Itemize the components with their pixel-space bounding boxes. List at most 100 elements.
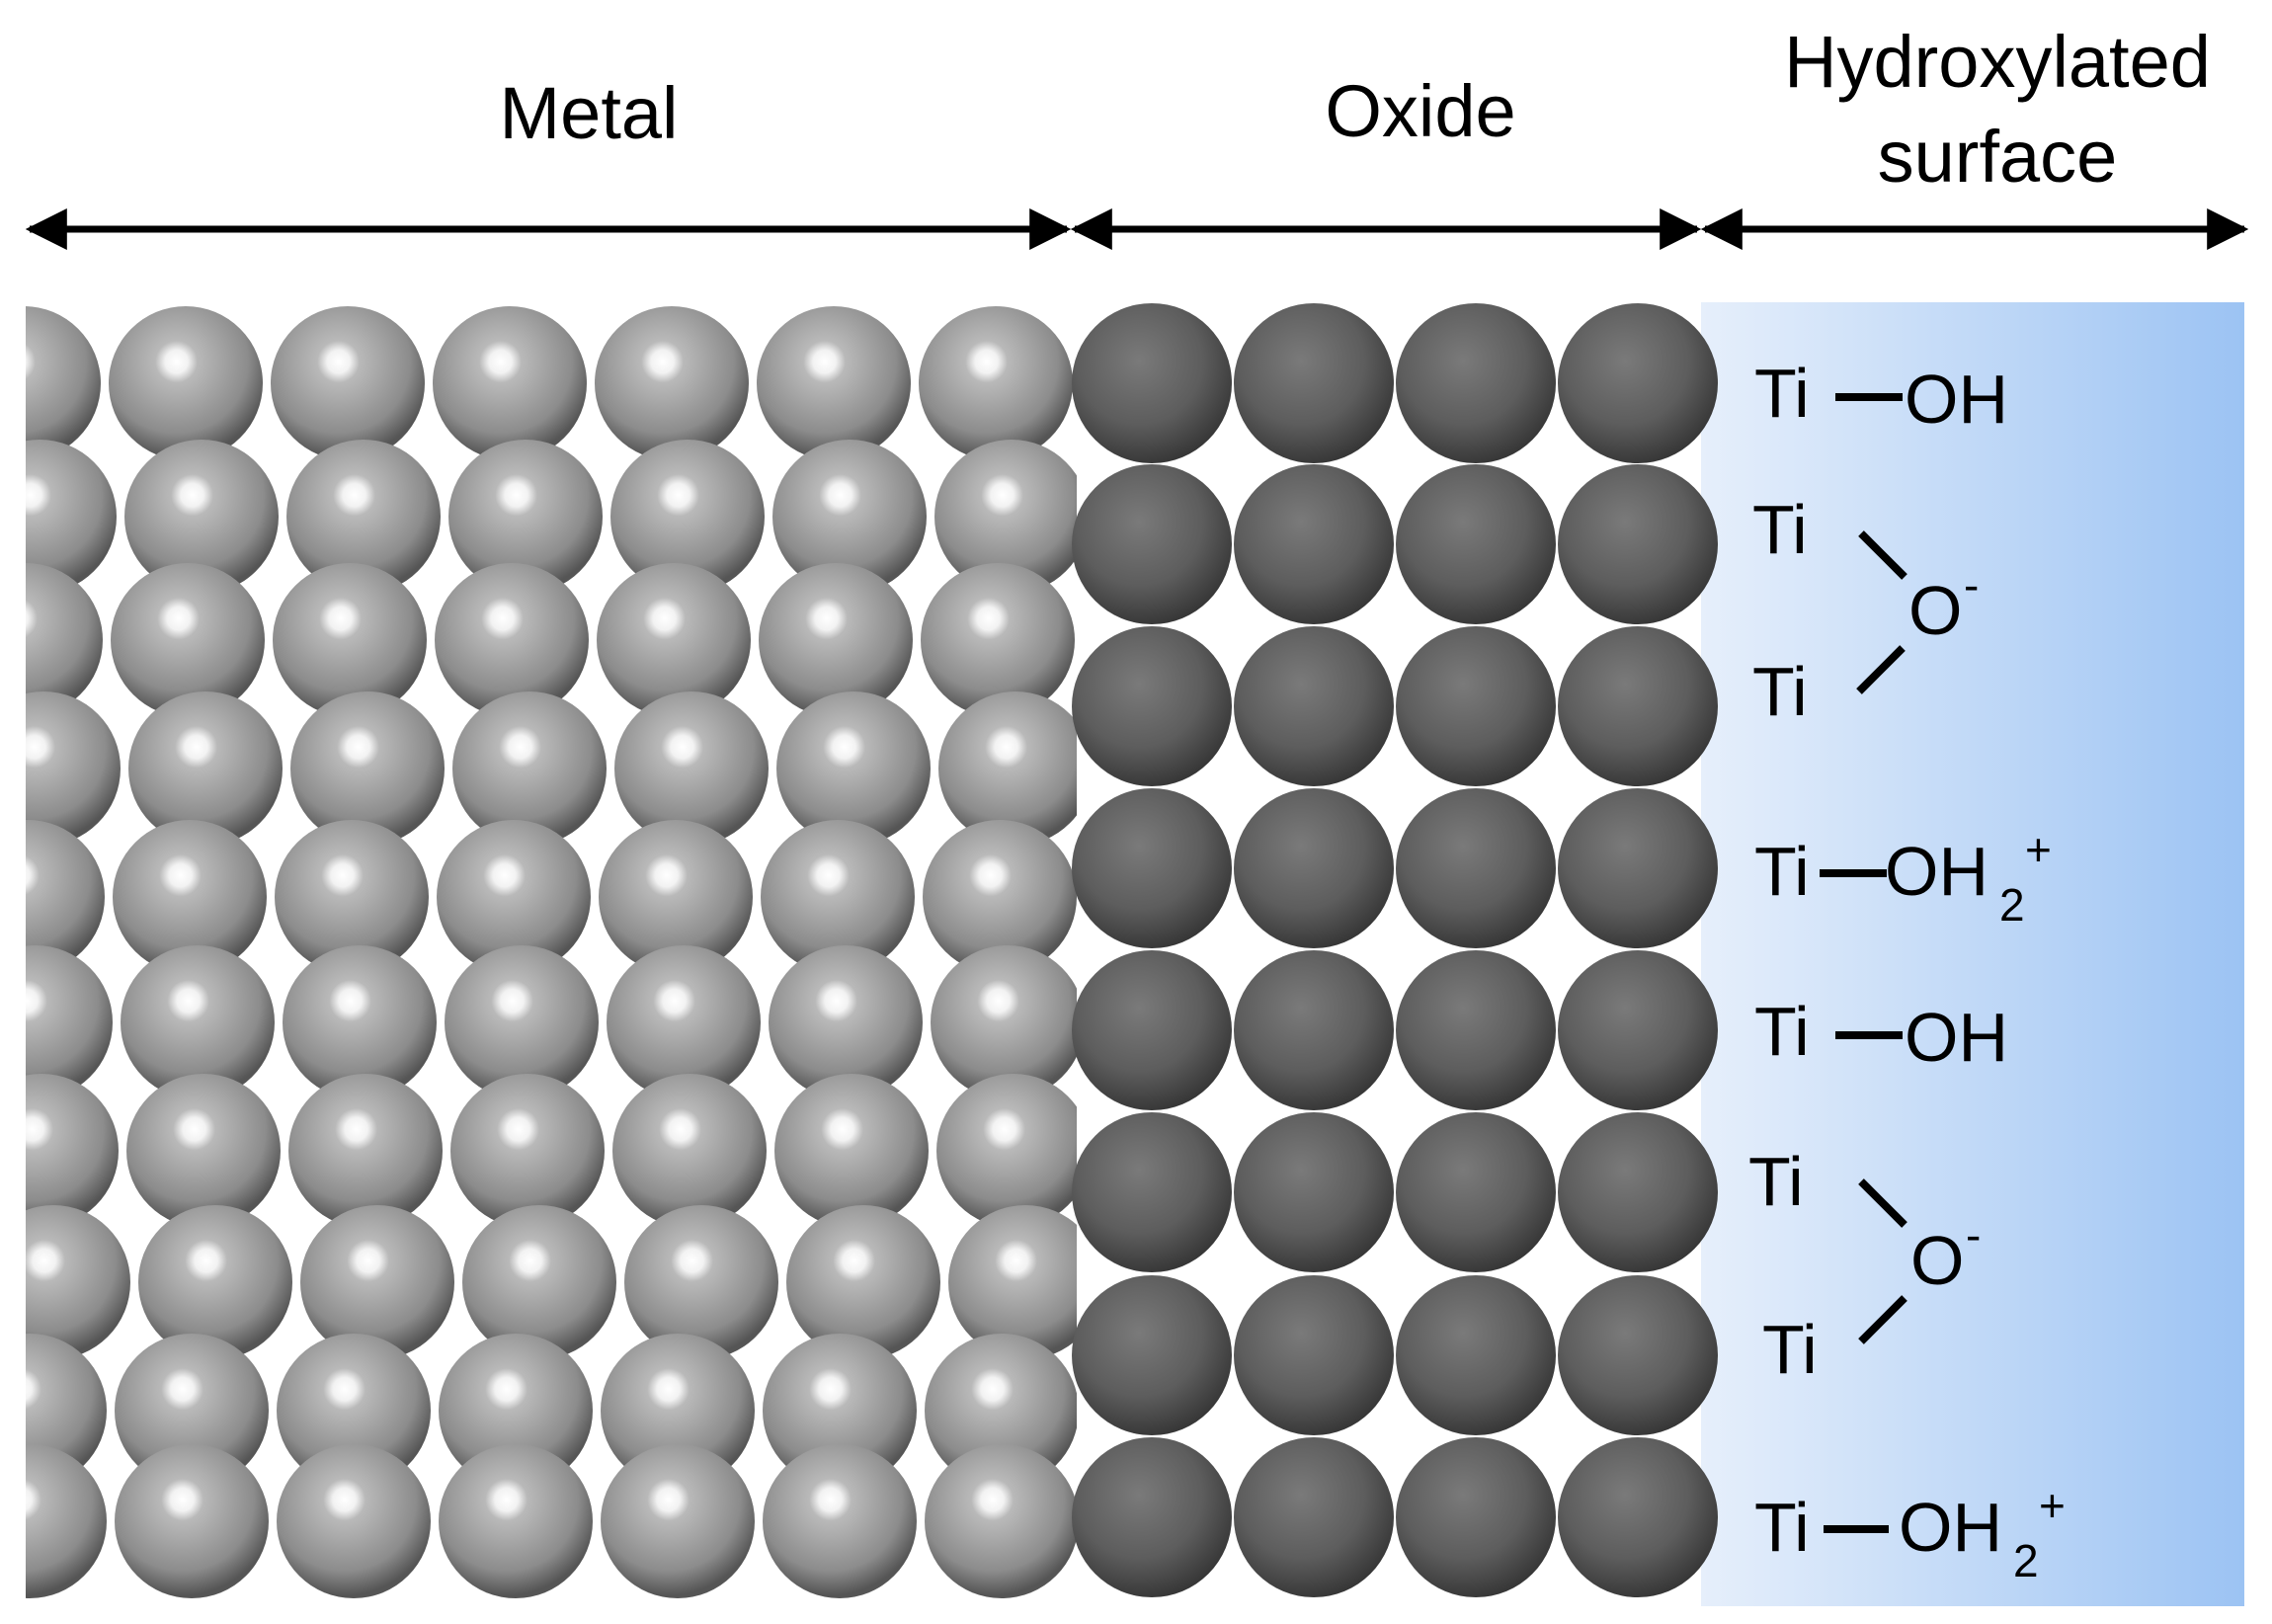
oxide-atom: [1558, 303, 1718, 463]
ti-o-ti-bridge-1: Ti Ti O -: [1752, 491, 1979, 730]
oxide-atom: [1558, 626, 1718, 786]
metal-atom: [277, 1444, 431, 1598]
metal-atom: [433, 306, 587, 460]
bond-line: [1858, 1178, 1907, 1228]
oxide-atom: [1234, 303, 1394, 463]
oxide-atom: [1396, 950, 1556, 1110]
subscript-two: 2: [2013, 1535, 2039, 1586]
metal-atom: [774, 1074, 929, 1228]
metal-atom: [786, 1205, 940, 1359]
oxide-atom: [1234, 626, 1394, 786]
oxide-atom: [1396, 1275, 1556, 1435]
metal-atom: [601, 1444, 755, 1598]
metal-atom: [138, 1205, 292, 1359]
oxide-atom: [1234, 1275, 1394, 1435]
metal-atom: [126, 1074, 281, 1228]
minus-charge: -: [1964, 559, 1979, 610]
metal-atom: [925, 1444, 1077, 1598]
metal-atom-lattice: [26, 306, 1077, 1598]
oxide-atom: [1072, 950, 1232, 1110]
metal-atom: [462, 1205, 616, 1359]
ti-oh2-group-1: Ti OH 2 +: [1754, 824, 2052, 931]
ti-label: Ti: [1752, 491, 1808, 568]
metal-atom: [300, 1205, 454, 1359]
ti-label: Ti: [1754, 1489, 1810, 1566]
metal-atom: [452, 691, 607, 846]
metal-atom: [936, 1074, 1077, 1228]
oxide-atom: [1396, 1437, 1556, 1597]
metal-atom: [776, 691, 931, 846]
oxide-atom: [1396, 303, 1556, 463]
oxide-atom: [1072, 303, 1232, 463]
metal-atom: [938, 691, 1077, 846]
metal-atom: [923, 820, 1077, 974]
metal-atom: [111, 563, 265, 717]
metal-atom: [290, 691, 445, 846]
hydroxylated-surface-region: [1701, 302, 2244, 1606]
metal-atom: [925, 1334, 1077, 1488]
metal-atom: [612, 1074, 767, 1228]
ti-oh-group-2: Ti OH: [1754, 993, 2008, 1076]
metal-atom: [448, 440, 603, 594]
ti-label: Ti: [1748, 1143, 1804, 1220]
oxide-atom: [1396, 788, 1556, 948]
o-label: O: [1908, 572, 1962, 649]
metal-atom: [115, 1444, 269, 1598]
metal-atom: [439, 1334, 593, 1488]
metal-atom: [273, 563, 427, 717]
surface-species: Ti OH Ti Ti O - Ti OH 2 + Ti OH: [1748, 355, 2066, 1586]
ti-label: Ti: [1754, 993, 1810, 1070]
minus-charge: -: [1966, 1209, 1981, 1260]
plus-charge: +: [2025, 824, 2052, 875]
bond-line: [1858, 1295, 1907, 1344]
metal-atom: [607, 945, 761, 1099]
oxide-atom: [1072, 788, 1232, 948]
metal-atom: [26, 440, 117, 594]
plus-charge: +: [2039, 1480, 2066, 1531]
metal-atom: [761, 820, 915, 974]
metal-atom: [26, 820, 105, 974]
ti-label: Ti: [1754, 355, 1810, 432]
oh2-label: OH: [1899, 1489, 2002, 1566]
metal-atom: [271, 306, 425, 460]
oxide-atom: [1234, 1437, 1394, 1597]
ti-oh-group-1: Ti OH: [1754, 355, 2008, 438]
metal-atom: [599, 820, 753, 974]
oxide-atom: [1234, 464, 1394, 624]
oxide-atom: [1396, 464, 1556, 624]
metal-atom: [439, 1444, 593, 1598]
metal-atom: [757, 306, 911, 460]
ti-oh2-group-2: Ti OH 2 +: [1754, 1480, 2066, 1586]
metal-atom: [26, 1074, 119, 1228]
oxide-atom: [1558, 788, 1718, 948]
ti-o-ti-bridge-2: Ti Ti O -: [1748, 1143, 1981, 1388]
oh-label: OH: [1905, 361, 2008, 438]
metal-atom: [763, 1334, 917, 1488]
metal-atom: [601, 1334, 755, 1488]
metal-atom: [597, 563, 751, 717]
oxide-atom: [1558, 950, 1718, 1110]
metal-atom: [610, 440, 765, 594]
oxide-atom: [1396, 626, 1556, 786]
surface-header-line1: Hydroxylated: [1784, 21, 2211, 103]
metal-atom: [26, 1205, 130, 1359]
metal-atom: [26, 691, 121, 846]
metal-atom: [919, 306, 1073, 460]
oxide-atom: [1396, 1112, 1556, 1272]
ti-label: Ti: [1762, 1311, 1818, 1388]
bond-line: [1856, 645, 1906, 694]
metal-atom: [445, 945, 599, 1099]
metal-atom: [614, 691, 769, 846]
oxide-atom: [1558, 1275, 1718, 1435]
oxide-atom: [1072, 464, 1232, 624]
oxide-atom: [1072, 1275, 1232, 1435]
metal-atom: [109, 306, 263, 460]
ti-label: Ti: [1752, 653, 1808, 730]
metal-atom: [934, 440, 1077, 594]
oxide-atom: [1234, 1112, 1394, 1272]
metal-atom: [286, 440, 441, 594]
bond-line: [1858, 530, 1907, 580]
metal-atom: [121, 945, 275, 1099]
metal-atom: [437, 820, 591, 974]
surface-header-line2: surface: [1878, 116, 2118, 198]
